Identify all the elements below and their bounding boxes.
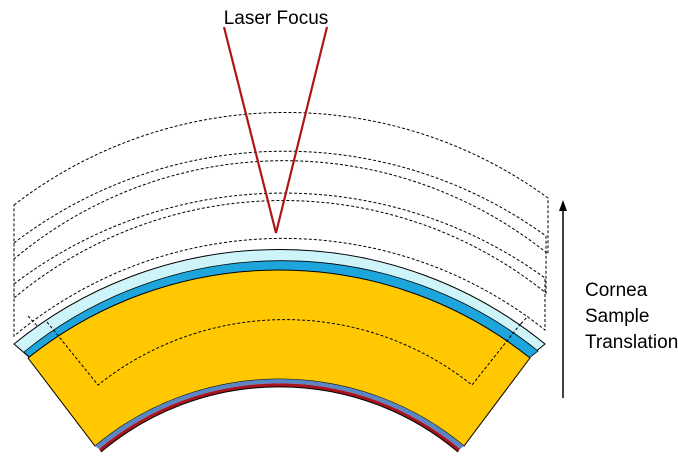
sample-outline-current xyxy=(46,319,523,386)
laser-beam xyxy=(222,26,329,234)
arrow-up-icon xyxy=(559,200,567,398)
cornea-cross-section xyxy=(13,248,546,453)
inner-blue-layer xyxy=(95,379,464,449)
sample-outline-middle xyxy=(13,192,546,338)
inner-red-layer xyxy=(99,383,460,452)
inner-surface-outline xyxy=(100,386,459,453)
translation-label-line3: Translation xyxy=(585,332,678,353)
translation-label-line1: Cornea xyxy=(585,280,648,301)
sample-outline-upper xyxy=(13,150,547,300)
sample-outline-top xyxy=(13,111,549,261)
laser-focus-label: Laser Focus xyxy=(224,8,329,29)
translation-label-line2: Sample xyxy=(585,306,649,327)
